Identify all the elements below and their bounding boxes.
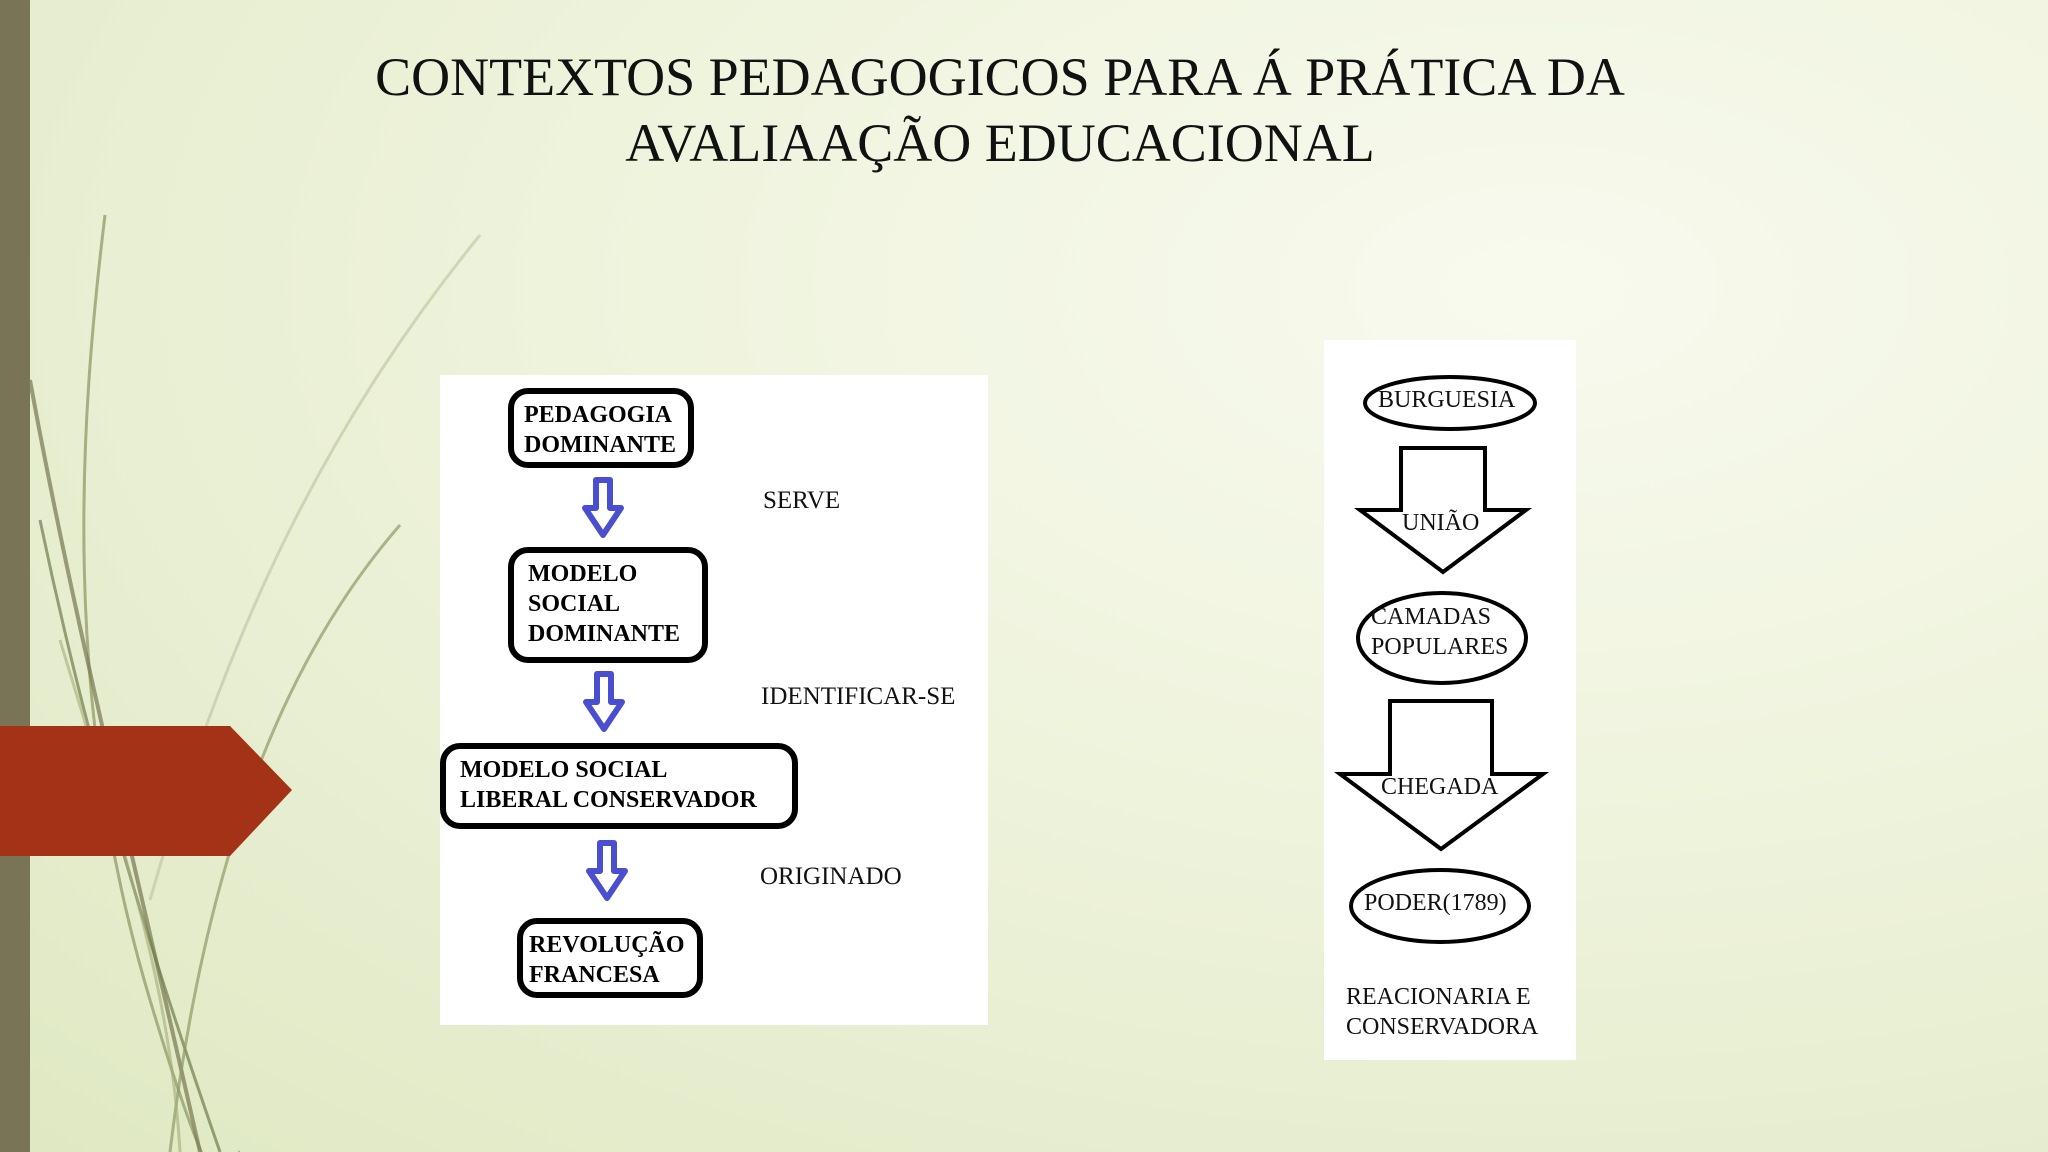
down-block-arrow-chegada <box>1333 699 1550 852</box>
box-modelo-social-liberal: MODELO SOCIAL LIBERAL CONSERVADOR <box>440 743 798 829</box>
ellipse-burguesia <box>1363 375 1537 431</box>
connector-label-originado: ORIGINADO <box>760 863 902 890</box>
ellipse-camadas-populares <box>1356 591 1528 685</box>
flow-arrows <box>582 477 628 901</box>
right-flowchart-panel: BURGUESIA UNIÃO CAMADAS POPULARES CHEGAD… <box>1324 340 1576 1060</box>
node-label-poder: PODER(1789) <box>1364 890 1507 916</box>
caption-line-1: REACIONARIA E <box>1346 984 1531 1010</box>
box-pedagogia-dominante: PEDAGOGIA DOMINANTE <box>508 388 694 468</box>
slide-title: CONTEXTOS PEDAGOGICOS PARA Á PRÁTICA DA … <box>300 44 1700 176</box>
connector-label-identificar-se: IDENTIFICAR-SE <box>761 683 956 710</box>
left-accent-bar <box>0 0 30 1152</box>
node-label-populares: POPULARES <box>1371 634 1509 660</box>
box-revolucao-francesa: REVOLUÇÃO FRANCESA <box>517 918 703 998</box>
node-label-burguesia: BURGUESIA <box>1378 387 1516 413</box>
box-modelo-social-dominante: MODELO SOCIAL DOMINANTE <box>508 547 708 663</box>
right-diagram-shapes <box>1333 375 1550 944</box>
red-pentagon-tab <box>0 726 292 856</box>
down-arrow-icon <box>583 671 625 732</box>
node-label-camadas: CAMADAS <box>1371 604 1492 630</box>
ellipse-poder <box>1349 868 1531 944</box>
caption-line-2: CONSERVADORA <box>1346 1014 1539 1040</box>
arrow-label-chegada: CHEGADA <box>1381 774 1499 800</box>
connector-label-serve: SERVE <box>763 487 841 514</box>
down-block-arrow-uniao <box>1353 446 1533 575</box>
arrow-label-uniao: UNIÃO <box>1402 510 1480 536</box>
left-flowchart-panel: PEDAGOGIA DOMINANTE MODELO SOCIAL DOMINA… <box>440 375 988 1025</box>
title-line-1: CONTEXTOS PEDAGOGICOS PARA Á PRÁTICA DA <box>375 47 1625 107</box>
title-line-2: AVALIAAÇÃO EDUCACIONAL <box>625 113 1375 173</box>
down-arrow-icon <box>582 477 624 538</box>
red-arrow-shape <box>0 726 292 856</box>
down-arrow-icon <box>586 840 628 901</box>
